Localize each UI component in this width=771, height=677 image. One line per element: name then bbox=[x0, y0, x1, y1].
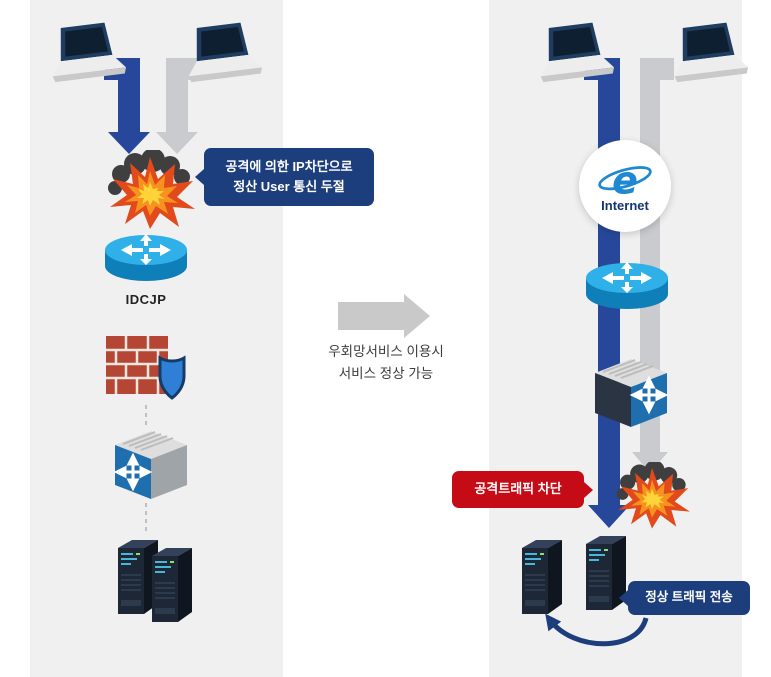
normal-traffic-curve-arrow bbox=[545, 613, 649, 647]
server-tower-icon bbox=[146, 542, 198, 626]
explosion-icon bbox=[614, 460, 690, 531]
router-icon bbox=[103, 230, 189, 288]
switch-icon bbox=[103, 425, 191, 503]
bypass-note-line1: 우회망서비스 이용시 bbox=[328, 344, 444, 359]
internet-node: e Internet bbox=[579, 140, 671, 232]
ip-block-callout: 공격에 의한 IP차단으로 정산 User 통신 두절 bbox=[195, 148, 374, 206]
attack-block-callout-text: 공격트래픽 차단 bbox=[474, 481, 562, 497]
laptop-icon bbox=[533, 19, 617, 86]
bypass-note: 우회망서비스 이용시 서비스 정상 가능 bbox=[308, 341, 464, 386]
internet-e-glyph: e bbox=[612, 159, 638, 201]
callout-tail bbox=[195, 169, 204, 185]
laptop-icon bbox=[181, 19, 265, 86]
laptop-icon bbox=[45, 19, 129, 86]
server-tower-icon bbox=[516, 534, 568, 618]
switch-icon bbox=[583, 353, 671, 431]
router-label: IDCJP bbox=[125, 292, 167, 307]
normal-traffic-callout: 정상 트래픽 전송 bbox=[619, 581, 750, 615]
callout-tail bbox=[584, 481, 593, 498]
ip-block-callout-line2: 정산 User 통신 두절 bbox=[233, 179, 345, 194]
normal-traffic-callout-text: 정상 트래픽 전송 bbox=[645, 590, 733, 605]
left-blue-traffic-arrow bbox=[104, 58, 150, 154]
transition-arrow bbox=[338, 294, 430, 338]
bypass-note-line2: 서비스 정상 가능 bbox=[338, 366, 434, 382]
internet-e-icon: e bbox=[598, 159, 652, 201]
left-gray-traffic-arrow bbox=[156, 58, 202, 154]
laptop-icon bbox=[667, 19, 751, 86]
ip-block-callout-line1: 공격에 의한 IP차단으로 bbox=[225, 158, 353, 174]
attack-block-callout: 공격트래픽 차단 bbox=[452, 471, 593, 508]
explosion-icon bbox=[105, 148, 195, 232]
firewall-brick-shield-icon bbox=[104, 330, 190, 404]
callout-tail bbox=[619, 590, 628, 606]
router-icon bbox=[584, 258, 670, 316]
internet-label: Internet bbox=[601, 198, 649, 213]
